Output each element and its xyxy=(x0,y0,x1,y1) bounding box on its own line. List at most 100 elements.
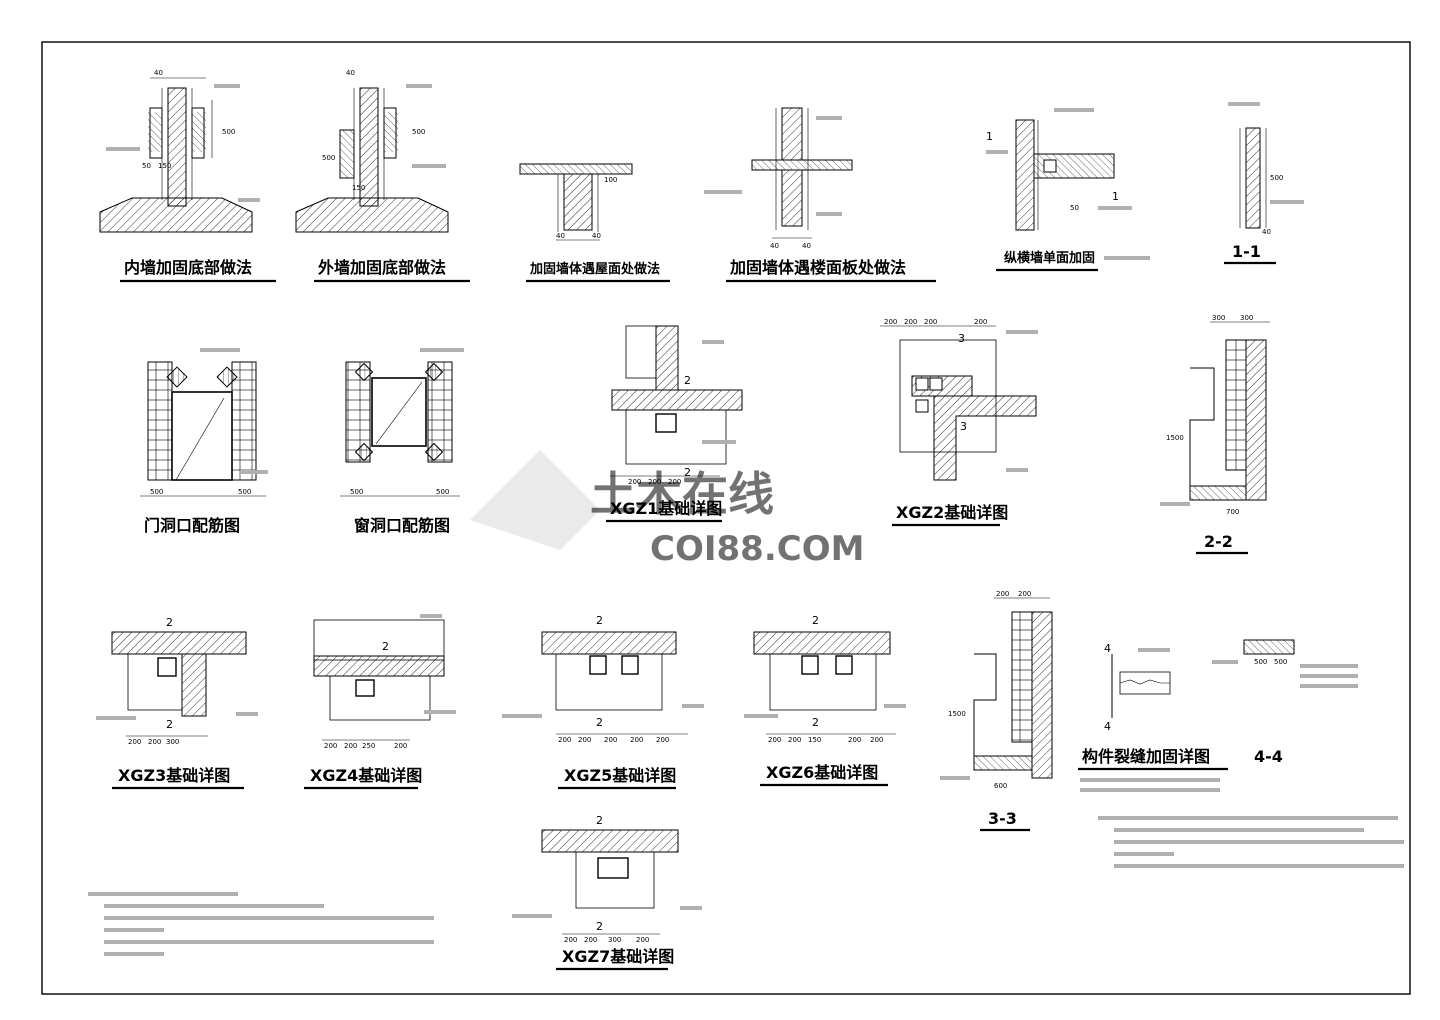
detail-outer-wall-base: 40 500 500 150 xyxy=(295,69,449,233)
dim-1500: 1500 xyxy=(1166,434,1184,442)
unreadable-callout xyxy=(502,714,542,718)
unreadable-callout xyxy=(1138,648,1170,652)
dim-150: 150 xyxy=(352,184,365,192)
dim-40: 40 xyxy=(154,69,163,77)
unreadable-callout xyxy=(704,190,742,194)
title-section-2-2: 2-2 xyxy=(1204,532,1233,551)
dim-300: 300 xyxy=(608,936,621,944)
unreadable-callout xyxy=(702,440,736,444)
dim-50: 50 xyxy=(1070,204,1079,212)
unreadable-callout xyxy=(412,164,446,168)
dim-1500: 1500 xyxy=(948,710,966,718)
section-mark-2: 2 xyxy=(812,716,819,729)
dim-300: 300 xyxy=(1212,314,1225,322)
unreadable-note xyxy=(1300,664,1358,668)
unreadable-callout xyxy=(406,84,432,88)
dim-500: 500 xyxy=(1254,658,1267,666)
dim-200: 200 xyxy=(564,936,577,944)
dim-150: 150 xyxy=(158,162,171,170)
dim-300: 300 xyxy=(166,738,179,746)
unreadable-callout xyxy=(200,348,240,352)
dim-200: 200 xyxy=(604,736,617,744)
unreadable-callout xyxy=(1054,108,1094,112)
dim-500: 500 xyxy=(1274,658,1287,666)
unreadable-callout xyxy=(420,614,442,618)
section-mark-2: 2 xyxy=(166,616,173,629)
title-section-1-1: 1-1 xyxy=(1232,242,1261,261)
detail-crack-repair: 4 4 500 500 xyxy=(1104,639,1358,733)
title-xgz3: XGZ3基础详图 xyxy=(118,766,230,785)
dim-40: 40 xyxy=(346,69,355,77)
title-xgz5: XGZ5基础详图 xyxy=(564,766,676,785)
dim-500: 500 xyxy=(238,488,251,496)
detail-xgz4: 2 200 200 250 200 xyxy=(313,614,456,750)
unreadable-callout xyxy=(816,116,842,120)
section-mark-2: 2 xyxy=(596,716,603,729)
dim-200: 200 xyxy=(904,318,917,326)
dim-40: 40 xyxy=(1262,228,1271,236)
detail-xgz6: 2 2 200 200 150 200 200 xyxy=(744,614,906,744)
detail-section-3-3: 200 200 1500 600 xyxy=(940,590,1053,790)
section-mark-4: 4 xyxy=(1104,642,1111,655)
unreadable-note xyxy=(1080,788,1220,792)
dim-200: 200 xyxy=(924,318,937,326)
dim-700: 700 xyxy=(1226,508,1239,516)
title-xgz6: XGZ6基础详图 xyxy=(766,763,878,782)
unreadable-callout xyxy=(96,716,136,720)
dim-200: 200 xyxy=(324,742,337,750)
dim-200: 200 xyxy=(788,736,801,744)
unreadable-callout xyxy=(106,147,140,151)
section-mark-4: 4 xyxy=(1104,720,1111,733)
unreadable-callout xyxy=(214,84,240,88)
watermark: 土木在线 COI88.COM xyxy=(470,450,864,569)
title-xgz2: XGZ2基础详图 xyxy=(896,503,1008,522)
unreadable-callout xyxy=(702,340,724,344)
watermark-brand: 土木在线 xyxy=(590,467,774,521)
detail-xgz5: 2 2 200 200 200 200 200 xyxy=(502,614,704,744)
detail-wall-at-roof: 40 40 100 xyxy=(519,163,633,241)
section-mark-2: 2 xyxy=(812,614,819,627)
detail-section-1-1: 500 40 xyxy=(1228,102,1304,236)
title-section-4-4: 4-4 xyxy=(1254,747,1283,766)
detail-section-2-2: 300 300 1500 700 xyxy=(1160,314,1270,516)
section-mark-3: 3 xyxy=(958,332,965,345)
dim-200: 200 xyxy=(668,478,681,486)
unreadable-callout xyxy=(238,198,260,202)
dim-200: 200 xyxy=(558,736,571,744)
unreadable-callout xyxy=(940,776,970,780)
dim-40: 40 xyxy=(592,232,601,240)
title-cross-wall: 纵横墙单面加固 xyxy=(1004,250,1095,266)
dim-200: 200 xyxy=(974,318,987,326)
section-mark-1: 1 xyxy=(1112,190,1119,203)
sheet-frame xyxy=(41,41,1411,995)
detail-cross-wall: 1 1 50 xyxy=(986,108,1132,231)
dim-40: 40 xyxy=(770,242,779,250)
unreadable-callout xyxy=(816,212,842,216)
title-window-opening: 窗洞口配筋图 xyxy=(354,516,450,535)
dim-500: 500 xyxy=(412,128,425,136)
section-mark-2: 2 xyxy=(382,640,389,653)
section-mark-2: 2 xyxy=(684,374,691,387)
detail-xgz7: 2 2 200 200 300 200 xyxy=(512,814,702,944)
dim-200: 200 xyxy=(656,736,669,744)
title-inner-wall-base: 内墙加固底部做法 xyxy=(124,258,252,277)
dim-300: 300 xyxy=(1240,314,1253,322)
dim-200: 200 xyxy=(1018,590,1031,598)
section-mark-3: 3 xyxy=(960,420,967,433)
dim-200: 200 xyxy=(630,736,643,744)
watermark-logo-icon xyxy=(470,450,600,550)
notes-block-left xyxy=(88,892,434,956)
section-mark-2: 2 xyxy=(166,718,173,731)
detail-xgz1: 2 2 200 200 200 xyxy=(610,325,743,486)
unreadable-callout xyxy=(1270,200,1304,204)
detail-door-opening: 500 500 xyxy=(140,348,268,497)
unreadable-note xyxy=(1104,256,1150,260)
notes-block-right xyxy=(1098,816,1404,868)
dim-100: 100 xyxy=(604,176,617,184)
title-xgz1: XGZ1基础详图 xyxy=(610,499,722,518)
dim-500: 500 xyxy=(1270,174,1283,182)
dim-500: 500 xyxy=(222,128,235,136)
dim-200: 200 xyxy=(394,742,407,750)
dim-200: 200 xyxy=(884,318,897,326)
